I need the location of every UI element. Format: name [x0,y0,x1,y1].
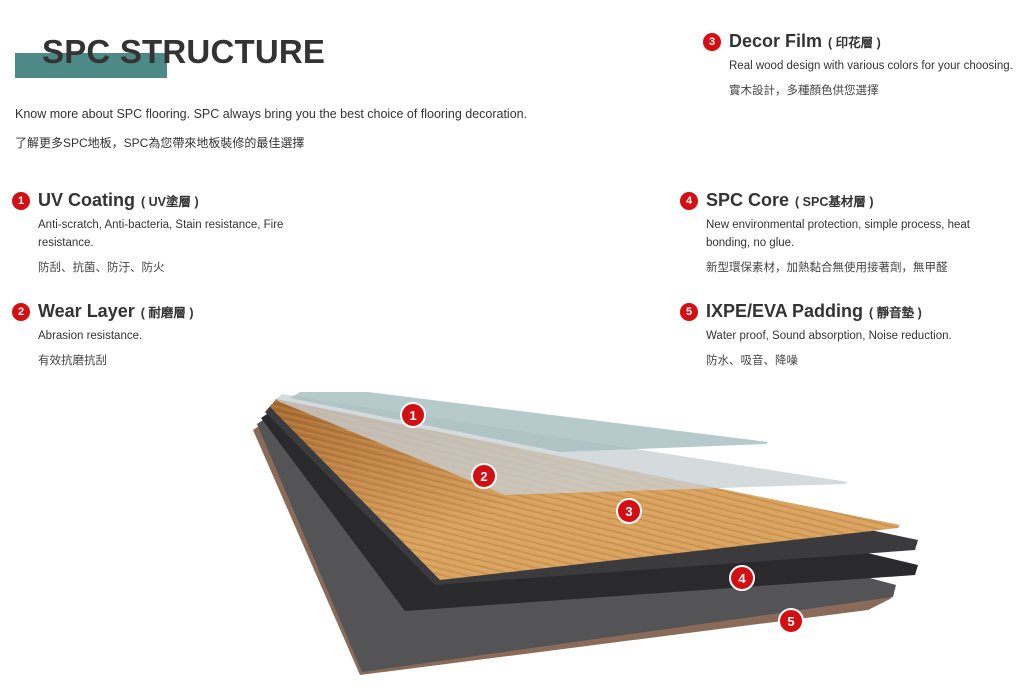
layer-description-zh: 防刮、抗菌、防汙、防火 [38,262,165,274]
decor-grain [270,399,900,580]
layer-uv-coating: 1 UV Coating ( UV塗層 ) Anti-scratch, Anti… [12,190,342,275]
layer-wear-layer: 2 Wear Layer ( 耐磨層 ) Abrasion resistance… [12,301,342,368]
marker-2: 2 [471,463,497,489]
page-title: SPC STRUCTURE [42,33,326,70]
layer-name: Decor Film [729,31,823,51]
layer-heading: 5 IXPE/EVA Padding ( 靜音墊 ) [680,301,1010,322]
intro-text-en: Know more about SPC flooring. SPC always… [15,107,528,121]
layer-heading: 1 UV Coating ( UV塗層 ) [12,190,342,211]
layer-name-zh: ( UV塗層 ) [141,195,199,209]
svg-text:5: 5 [787,614,794,629]
marker-4: 4 [729,565,755,591]
layer-heading: 2 Wear Layer ( 耐磨層 ) [12,301,342,322]
layer-description-en: Real wood design with various colors for… [729,60,1013,72]
svg-text:4: 4 [738,571,746,586]
intro-text-zh: 了解更多SPC地板，SPC為您帶來地板裝修的最佳選擇 [15,136,305,150]
wear-layer [276,394,848,495]
layer-description-zh: 實木設計，多種顏色供您選擇 [729,85,879,97]
layer-description-en: Abrasion resistance. [38,330,143,342]
layer-name: IXPE/EVA Padding [706,301,864,321]
marker-3: 3 [616,498,642,524]
title-block: SPC STRUCTURE [15,30,335,82]
layer-name: Wear Layer [38,301,135,321]
number-badge: 2 [12,302,30,321]
layer-name-zh: ( SPC基材層 ) [795,195,874,209]
layer-description-en: Water proof, Sound absorption, Noise red… [706,330,952,342]
layer-name: UV Coating [38,190,135,210]
decor-film-layer [270,399,900,580]
svg-text:1: 1 [409,408,416,423]
core-lower-layer [257,418,896,672]
number-badge: 4 [680,191,698,210]
layer-description-en: Anti-scratch, Anti-bacteria, Stain resis… [38,219,284,249]
layer-decor-film: 3 Decor Film ( 印花層 ) Real wood design wi… [703,31,1024,98]
layer-heading: 4 SPC Core ( SPC基材層 ) [680,190,1015,211]
marker-5: 5 [778,608,804,634]
layer-ixpe-eva-padding: 5 IXPE/EVA Padding ( 靜音墊 ) Water proof, … [680,301,1010,368]
svg-text:2: 2 [480,469,487,484]
layer-heading: 3 Decor Film ( 印花層 ) [703,31,1024,52]
layer-description-zh: 新型環保素材，加熱黏合無使用接著劑，無甲醛 [706,262,948,274]
padding-layer [253,424,892,675]
layer-description-zh: 有效抗磨抗刮 [38,355,107,367]
core-top-layer [265,404,918,585]
marker-1: 1 [400,402,426,428]
title-accent-bar [15,53,167,78]
core-dark-layer [261,412,918,611]
layer-name-zh: ( 靜音墊 ) [869,306,922,320]
layer-name: SPC Core [706,190,790,210]
layer-name-zh: ( 耐磨層 ) [140,306,194,320]
layer-name-zh: ( 印花層 ) [828,36,881,50]
layer-description-zh: 防水、吸音、降噪 [706,355,798,367]
layer-spc-core: 4 SPC Core ( SPC基材層 ) New environmental … [680,190,1015,275]
layer-description-en: New environmental protection, simple pro… [706,219,970,249]
uv-coating-layer [290,392,768,452]
number-badge: 1 [12,191,30,210]
svg-text:3: 3 [625,504,632,519]
number-badge: 3 [703,32,721,51]
number-badge: 5 [680,302,698,321]
